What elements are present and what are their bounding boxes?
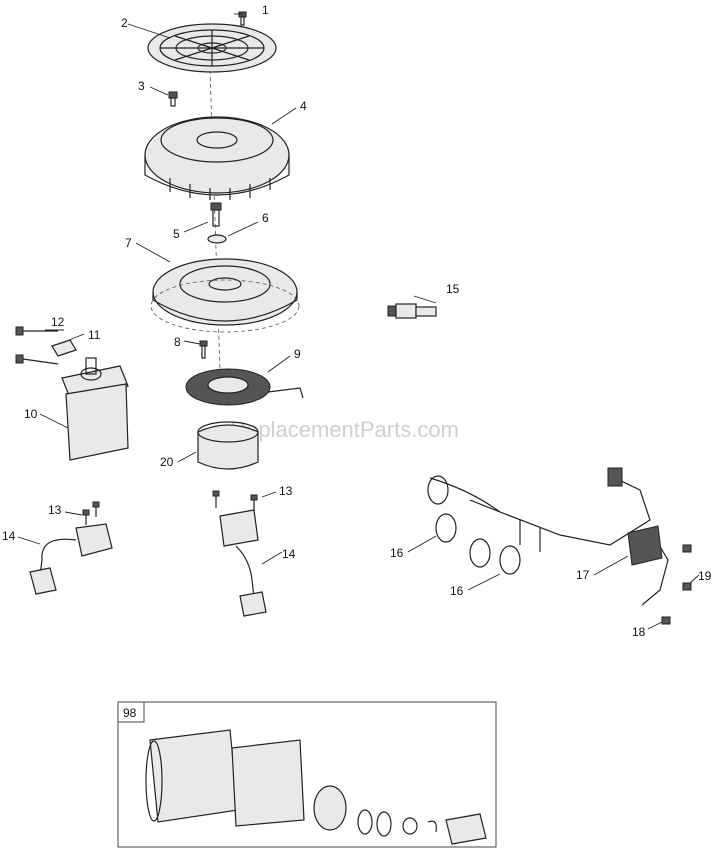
callout-6: 6 — [262, 211, 269, 225]
part-10-starter-motor — [61, 357, 129, 461]
part-7-flywheel — [150, 258, 300, 333]
callout-13-center: 13 — [279, 484, 293, 498]
part-16-17-wiring-harness — [427, 467, 669, 606]
callout-8: 8 — [174, 335, 181, 349]
part-13-left-screws — [82, 501, 100, 525]
callout-13-left: 13 — [48, 503, 62, 517]
kit-98-tag — [117, 701, 145, 723]
callout-2: 2 — [121, 16, 128, 30]
part-17-regulator — [627, 525, 663, 566]
callout-14-center: 14 — [282, 547, 296, 561]
part-14-left-ignition-coil — [29, 523, 113, 595]
part-15-spark-plug — [387, 303, 437, 319]
callout-12: 12 — [51, 315, 65, 329]
part-13-center-screws — [212, 490, 258, 512]
callout-9: 9 — [294, 347, 301, 361]
part-9-stator — [185, 368, 304, 406]
callout-19: 19 — [698, 569, 712, 583]
kit-98-starter-parts — [145, 729, 487, 845]
part-3-bolt — [168, 91, 178, 107]
callout-4: 4 — [300, 99, 307, 113]
callout-20: 20 — [160, 455, 174, 469]
callout-labels: 1 2 3 4 5 6 7 8 9 10 11 12 13 13 14 14 1… — [2, 3, 712, 720]
kit-98-box — [117, 701, 497, 848]
leader-lines — [17, 13, 700, 630]
callout-3: 3 — [138, 79, 145, 93]
part-2-grille-screen — [147, 23, 277, 73]
part-12-bolts — [15, 326, 59, 365]
part-18-screw — [661, 616, 671, 625]
part-20-gear — [197, 421, 259, 470]
callout-11: 11 — [88, 328, 101, 342]
part-1-screw — [238, 11, 247, 26]
callout-1: 1 — [262, 3, 269, 17]
part-6-washer — [207, 234, 227, 244]
callout-7: 7 — [125, 236, 132, 250]
callout-18: 18 — [632, 625, 646, 639]
part-19-screws — [682, 544, 692, 591]
callout-15: 15 — [446, 282, 460, 296]
callout-16-right: 16 — [450, 584, 464, 598]
callout-10: 10 — [24, 407, 38, 421]
callout-14-left: 14 — [2, 529, 16, 543]
callout-5: 5 — [173, 227, 180, 241]
part-8-screw — [199, 340, 208, 359]
callout-98: 98 — [123, 706, 137, 720]
callout-17: 17 — [576, 568, 590, 582]
part-14-center-ignition-coil — [219, 509, 267, 617]
part-4-fan — [144, 116, 290, 200]
part-5-flywheel-nut — [210, 202, 222, 227]
callout-16-left: 16 — [390, 546, 404, 560]
